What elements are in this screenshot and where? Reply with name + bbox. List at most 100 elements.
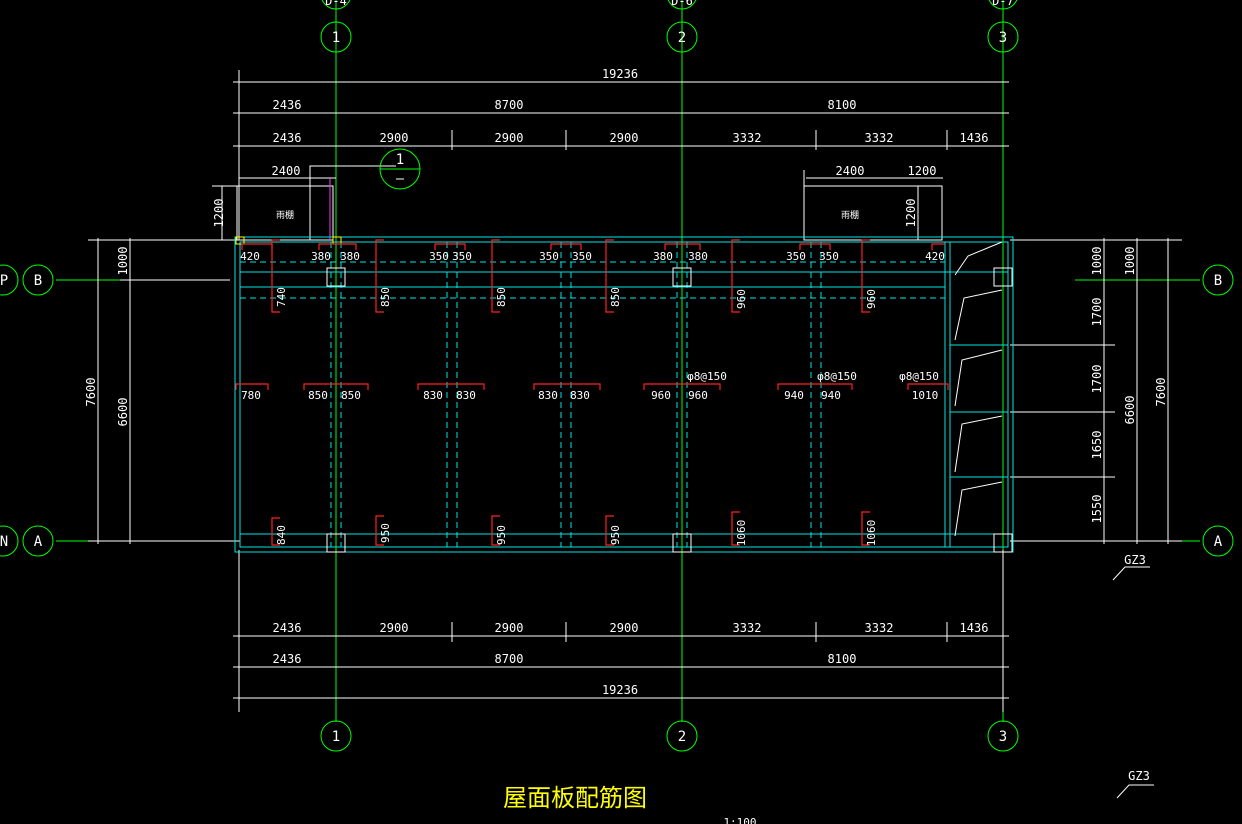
dim-right-c: 7600 bbox=[1154, 378, 1168, 407]
rebar-mid: 830 bbox=[456, 389, 476, 402]
rebar-top: 380 bbox=[688, 250, 708, 263]
dim-bottom-detail: 1436 bbox=[960, 621, 989, 635]
rebar-mid: 850 bbox=[341, 389, 361, 402]
rebar-mid: 780 bbox=[241, 389, 261, 402]
dim-right-a: 1000 bbox=[1090, 247, 1104, 276]
rebar-top: 380 bbox=[311, 250, 331, 263]
rebar-mid: 830 bbox=[538, 389, 558, 402]
axis-label-1-top: 1 bbox=[332, 30, 340, 46]
rebar-mid: 940 bbox=[821, 389, 841, 402]
dim-bottom-mid: 2436 bbox=[273, 652, 302, 666]
dimension-texts: 19236 2436 8700 8100 2436 2900 2900 2900… bbox=[84, 67, 1168, 697]
rebar-top: 420 bbox=[925, 250, 945, 263]
dimension-lines bbox=[88, 70, 1182, 712]
dim-left-outer: 7600 bbox=[84, 378, 98, 407]
axis-label-2-top: 2 bbox=[678, 30, 686, 46]
rebar-top-vert: 850 bbox=[379, 287, 392, 307]
rebar-top: 350 bbox=[429, 250, 449, 263]
rebar-top: 350 bbox=[786, 250, 806, 263]
axis-label-d4: D-4 bbox=[325, 0, 347, 8]
dim-right-a: 1550 bbox=[1090, 495, 1104, 524]
gz-labels: GZ3 GZ3 bbox=[1112, 553, 1154, 799]
rebar-top-vert: 850 bbox=[495, 287, 508, 307]
rebar-top: 420 bbox=[240, 250, 260, 263]
rebar-mid: 830 bbox=[423, 389, 443, 402]
dim-right-b: 6600 bbox=[1123, 396, 1137, 425]
gz-label: GZ3 bbox=[1124, 553, 1146, 567]
dim-canopy-left-depth: 1200 bbox=[212, 199, 226, 228]
rebar-top-vert: 850 bbox=[609, 287, 622, 307]
stair bbox=[954, 241, 1003, 537]
canopy-note-right: 雨棚 bbox=[841, 209, 859, 221]
rebar-mid: 960 bbox=[688, 389, 708, 402]
dim-top-detail: 3332 bbox=[733, 131, 762, 145]
axis-label-p: P bbox=[0, 273, 8, 289]
rebar-bottom-vert: 840 bbox=[275, 525, 288, 545]
dim-bottom-mid: 8700 bbox=[495, 652, 524, 666]
dim-canopy-right-depth: 1200 bbox=[908, 164, 937, 178]
dim-right-a: 1650 bbox=[1090, 431, 1104, 460]
dim-right-c: 1000 bbox=[1123, 247, 1137, 276]
axis-label-b-left: B bbox=[34, 273, 42, 289]
rebar-top: 350 bbox=[819, 250, 839, 263]
dim-top-detail: 2900 bbox=[610, 131, 639, 145]
dim-bottom-detail: 2900 bbox=[495, 621, 524, 635]
dim-canopy-left-width: 2400 bbox=[272, 164, 301, 178]
dim-top-detail: 1436 bbox=[960, 131, 989, 145]
axis-bubbles bbox=[0, 0, 1234, 752]
axis-label-b-right: B bbox=[1214, 273, 1222, 289]
dim-canopy-right-depth-vert: 1200 bbox=[904, 199, 918, 228]
dim-left-inner: 6600 bbox=[116, 398, 130, 427]
columns bbox=[326, 267, 1013, 553]
rebar-top: 380 bbox=[653, 250, 673, 263]
dim-bottom-detail: 3332 bbox=[865, 621, 894, 635]
rebar-top-vert: 960 bbox=[735, 289, 748, 309]
rebar-spec: φ8@150 bbox=[817, 370, 857, 383]
dim-top-detail: 2900 bbox=[380, 131, 409, 145]
dim-top-detail: 3332 bbox=[865, 131, 894, 145]
rebar-bottom-vert: 1060 bbox=[735, 520, 748, 547]
dim-canopy-right-width: 2400 bbox=[836, 164, 865, 178]
rebar-spec: φ8@150 bbox=[687, 370, 727, 383]
drawing-title: 屋面板配筋图 bbox=[503, 784, 647, 812]
axis-label-2-bottom: 2 bbox=[678, 729, 686, 745]
rebar-lines bbox=[235, 239, 949, 546]
rebar-mid: 940 bbox=[784, 389, 804, 402]
rebar-top-vert: 960 bbox=[865, 289, 878, 309]
beams-dashed bbox=[240, 242, 945, 547]
rebar-top: 380 bbox=[340, 250, 360, 263]
rebar-bottom-vert: 950 bbox=[609, 525, 622, 545]
dim-bottom-detail: 3332 bbox=[733, 621, 762, 635]
dim-right-a: 1700 bbox=[1090, 365, 1104, 394]
axis-label-d7: D-7 bbox=[992, 0, 1014, 8]
axis-labels: 1 2 3 1 2 3 D-4 D-6 D-7 B A B A P N bbox=[0, 0, 1223, 745]
rebar-spec: φ8@150 bbox=[899, 370, 939, 383]
dim-top-total: 19236 bbox=[602, 67, 638, 81]
rebar-mid: 1010 bbox=[912, 389, 939, 402]
section-marker-number: 1 bbox=[396, 152, 404, 168]
gz-label-bottom: GZ3 bbox=[1128, 769, 1150, 783]
rebar-bottom-vert: 1060 bbox=[865, 520, 878, 547]
rebar-mid: 960 bbox=[651, 389, 671, 402]
dim-bottom-total: 19236 bbox=[602, 683, 638, 697]
canopies bbox=[236, 165, 943, 241]
canopy-notes: 雨棚 雨棚 bbox=[276, 209, 859, 221]
axis-label-3-top: 3 bbox=[999, 30, 1007, 46]
axis-label-d6: D-6 bbox=[671, 0, 693, 8]
axis-label-a-right: A bbox=[1214, 534, 1223, 550]
rebar-texts: 420 380 380 350 350 350 350 380 380 350 … bbox=[240, 250, 945, 546]
dim-top-mid: 8100 bbox=[828, 98, 857, 112]
dim-top-detail: 2436 bbox=[273, 131, 302, 145]
dim-top-detail: 2900 bbox=[495, 131, 524, 145]
dim-bottom-detail: 2436 bbox=[273, 621, 302, 635]
rebar-top-vert: 740 bbox=[275, 287, 288, 307]
rebar-top: 350 bbox=[452, 250, 472, 263]
dim-top-mid: 2436 bbox=[273, 98, 302, 112]
section-marker: 1 bbox=[379, 148, 421, 190]
axis-label-n: N bbox=[0, 534, 8, 550]
rebar-bottom-vert: 950 bbox=[495, 525, 508, 545]
dim-bottom-detail: 2900 bbox=[610, 621, 639, 635]
grid-axis-lines bbox=[56, 0, 1200, 722]
rebar-mid: 850 bbox=[308, 389, 328, 402]
